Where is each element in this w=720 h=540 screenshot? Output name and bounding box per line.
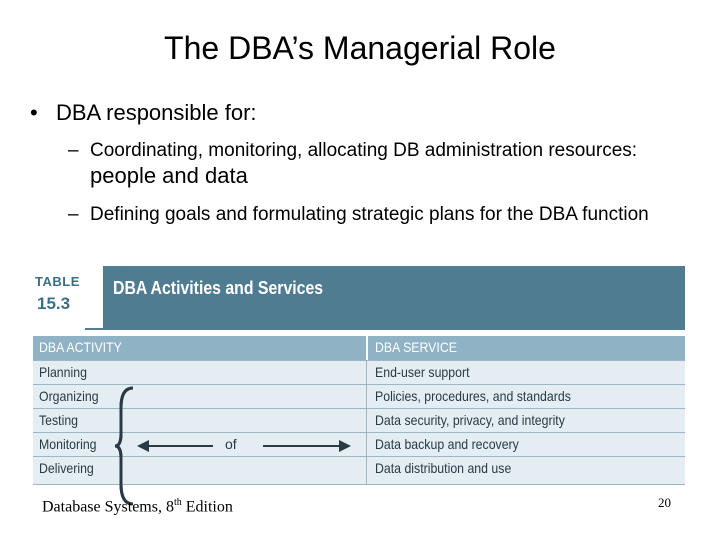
footer-superscript: th [173, 497, 182, 508]
brace-arrow-connector [114, 386, 351, 506]
sub-dash: – [68, 140, 79, 161]
header-service: DBA SERVICE [375, 339, 457, 355]
sub-item-1: – Coordinating, monitoring, allocating D… [68, 138, 668, 190]
activity-cell: Monitoring [39, 436, 97, 452]
service-cell: Data security, privacy, and integrity [375, 412, 565, 428]
table-caption: DBA Activities and Services [113, 278, 324, 298]
sub-item-1-body: Coordinating, monitoring, allocating DB … [90, 140, 638, 161]
header-activity: DBA ACTIVITY [39, 339, 122, 355]
table-banner [93, 266, 685, 330]
activity-cell: Organizing [39, 388, 99, 404]
column-separator [366, 360, 367, 484]
table-row: Monitoring Data backup and recovery [33, 432, 685, 457]
activity-cell: Testing [39, 412, 79, 428]
table-label-word: TABLE [35, 274, 80, 289]
page-number: 20 [658, 495, 671, 510]
service-cell: Data distribution and use [375, 460, 512, 476]
bullet-dot: • [30, 100, 38, 125]
sub-item-2-text: Defining goals and formulating strategic… [90, 204, 649, 225]
arrow-left-head-icon [137, 440, 149, 452]
main-bullet-text: DBA responsible for: [56, 100, 257, 125]
table-row: Delivering Data distribution and use [33, 456, 685, 481]
service-cell: Data backup and recovery [375, 436, 519, 452]
activity-cell: Delivering [39, 460, 94, 476]
sub-item-1-emphasis: people and data [90, 163, 248, 188]
service-cell: Policies, procedures, and standards [375, 388, 571, 404]
table-gap [33, 330, 685, 336]
connector-label: of [225, 436, 237, 452]
right-brace-icon [114, 386, 134, 506]
footer-text: Database Systems, 8 [42, 498, 174, 516]
table-label: TABLE 15.3 [33, 266, 103, 328]
header-separator [366, 336, 368, 360]
table-row: Testing Data security, privacy, and inte… [33, 408, 685, 433]
footer-source: Database Systems, 8th Edition [42, 497, 233, 516]
table-label-number: 15.3 [37, 294, 71, 313]
slide-title: The DBA’s Managerial Role [164, 30, 556, 66]
sub-item-1-text: Coordinating, monitoring, allocating DB … [68, 138, 668, 190]
table-header-row: DBA ACTIVITY DBA SERVICE [33, 336, 685, 360]
table-row: Planning End-user support [33, 360, 685, 385]
arrow-right-head-icon [339, 440, 351, 452]
footer-text-after: Edition [181, 498, 233, 516]
service-cell: End-user support [375, 364, 470, 380]
sub-dash: – [68, 204, 79, 225]
table-body: Planning End-user support Organizing Pol… [33, 360, 685, 506]
activity-cell: Planning [39, 364, 87, 380]
main-bullet: • DBA responsible for: [30, 100, 257, 126]
sub-item-2: – Defining goals and formulating strateg… [68, 202, 678, 227]
table-figure: TABLE 15.3 DBA Activities and Services D… [33, 266, 685, 506]
table-row: Organizing Policies, procedures, and sta… [33, 384, 685, 409]
